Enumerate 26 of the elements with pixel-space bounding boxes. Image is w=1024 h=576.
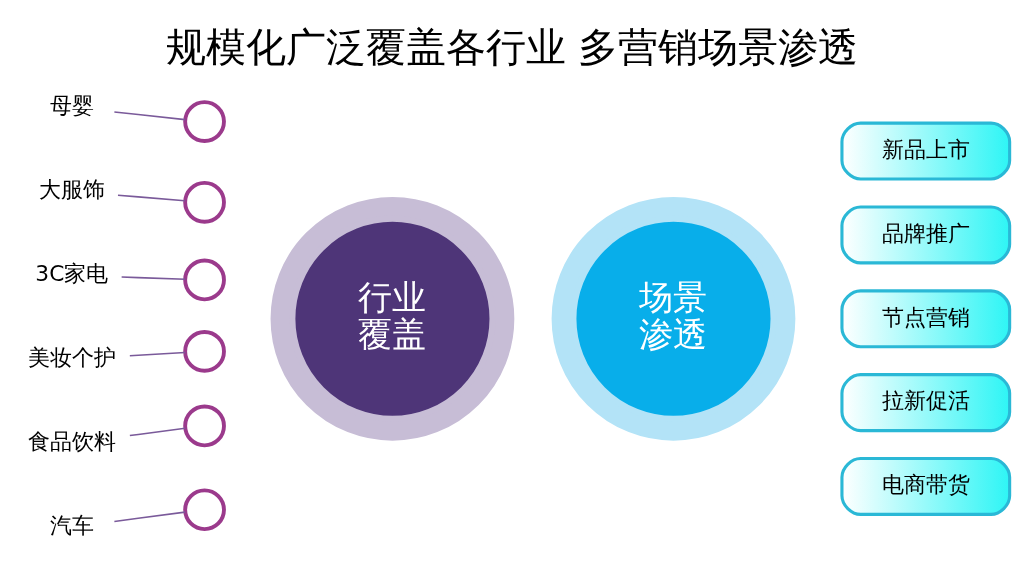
node-text: 美妆个护 [27, 344, 116, 370]
node-circle [183, 180, 226, 224]
connector [129, 351, 186, 357]
connector [120, 275, 186, 280]
node-box: 新品上市 [840, 121, 1012, 181]
connector [113, 110, 186, 120]
node-box: 节点营销 [840, 288, 1012, 348]
node-text: 食品饮料 [27, 428, 116, 454]
node-circle [183, 487, 226, 531]
node-circle [183, 258, 226, 301]
node-circle [183, 329, 226, 373]
node-circle: 行业覆盖 [270, 196, 515, 441]
node-box: 电商带货 [840, 456, 1012, 516]
node-circle [183, 404, 226, 447]
diagram-title: 规模化广泛覆盖各行业 多营销场景渗透 [165, 23, 859, 71]
connector [129, 427, 186, 436]
node-text: 大服饰 [38, 176, 105, 202]
node-text: 3C家电 [35, 260, 109, 286]
connector [117, 193, 186, 202]
node-box: 拉新促活 [840, 372, 1012, 432]
node-circle: 场景渗透 [551, 196, 796, 441]
node-box: 品牌推广 [840, 204, 1012, 264]
node-circle [183, 99, 226, 143]
connector [113, 510, 186, 522]
node-text: 汽车 [49, 512, 94, 538]
node-text: 母婴 [49, 92, 94, 118]
